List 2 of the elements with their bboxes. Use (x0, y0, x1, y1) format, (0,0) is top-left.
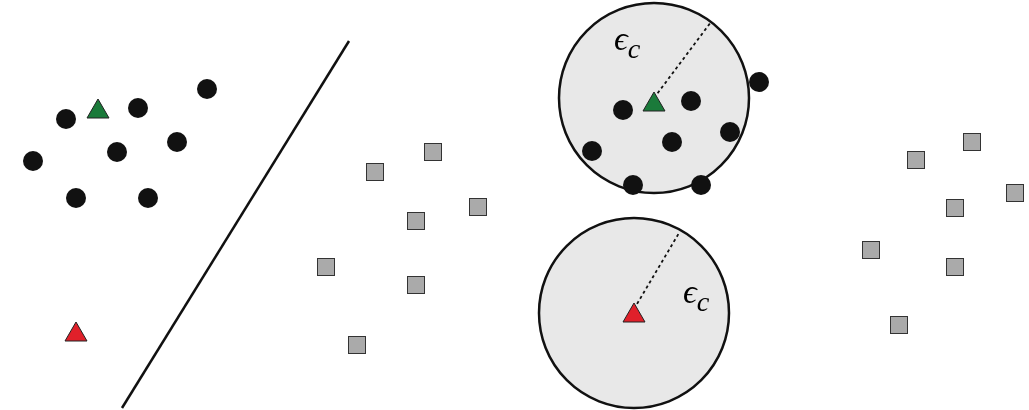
radius-label: ϵ$_{c}$ (683, 275, 710, 317)
radius-label: ϵ$_{c}$ (614, 22, 641, 64)
